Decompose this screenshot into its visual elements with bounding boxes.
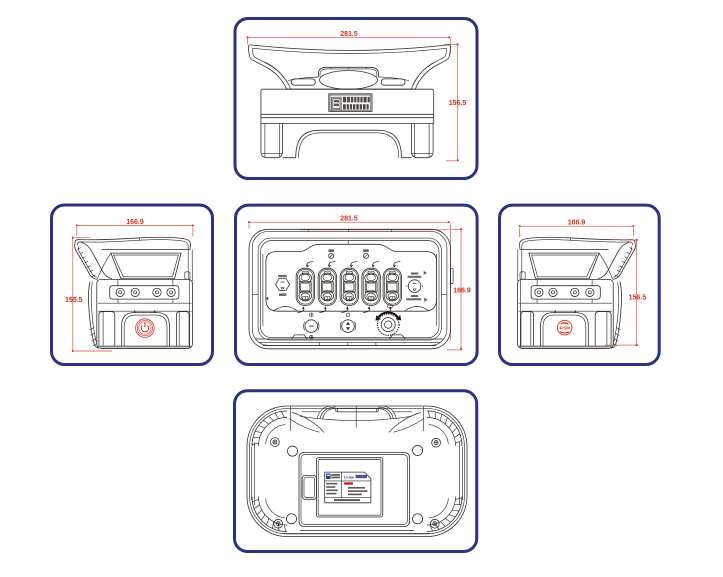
- svg-text:Li-ion: Li-ion: [344, 475, 355, 479]
- svg-text:156.5: 156.5: [449, 100, 467, 107]
- svg-text:281.5: 281.5: [340, 215, 358, 222]
- svg-text:166.9: 166.9: [453, 287, 471, 294]
- svg-text:281.5: 281.5: [340, 31, 358, 38]
- svg-text:FISM: FISM: [560, 326, 571, 331]
- svg-text:166.9: 166.9: [126, 219, 144, 226]
- svg-text:166.9: 166.9: [568, 220, 586, 227]
- svg-text:155.5: 155.5: [65, 297, 83, 304]
- svg-text:156.5: 156.5: [629, 295, 647, 302]
